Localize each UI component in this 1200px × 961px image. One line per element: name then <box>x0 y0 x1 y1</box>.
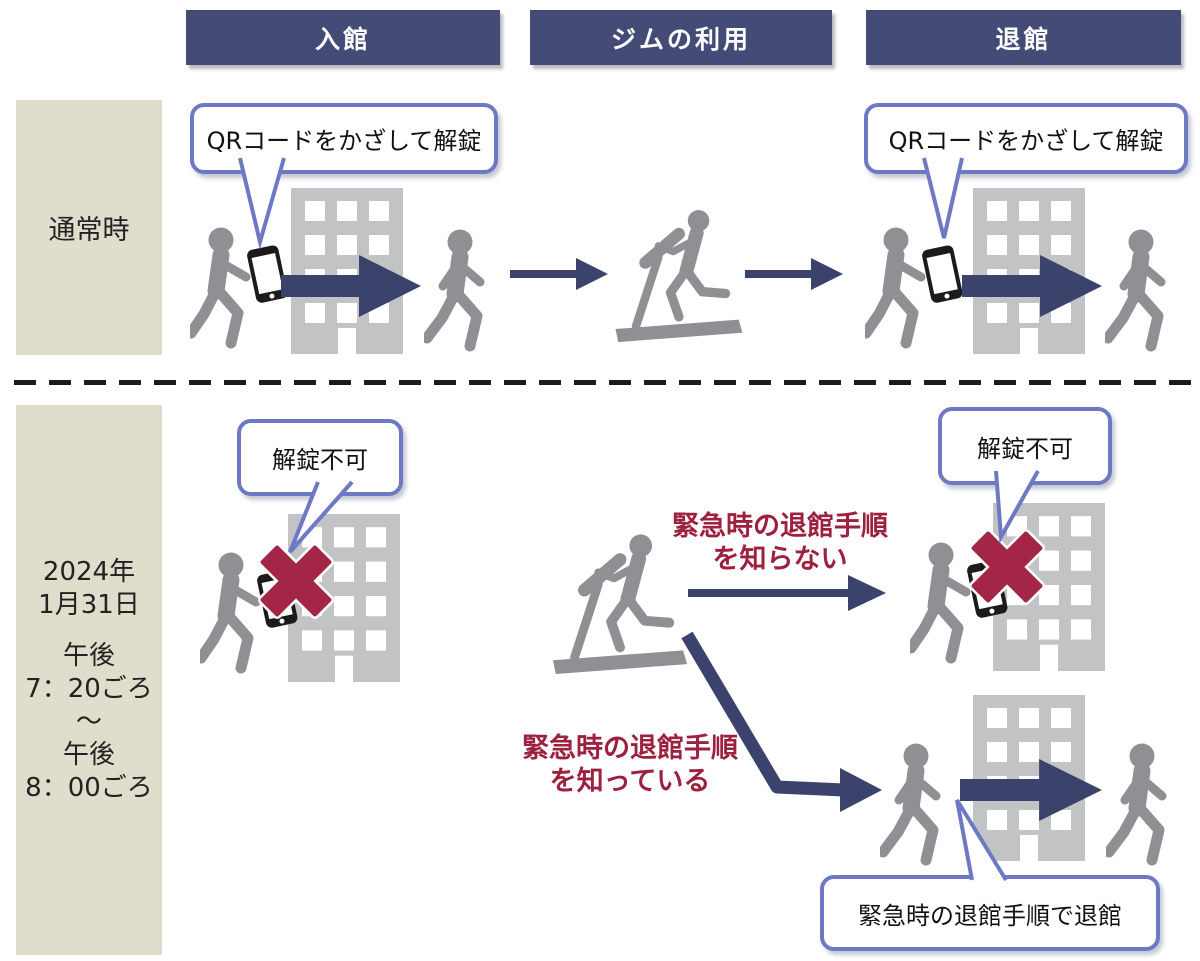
speech-bubble-text: 解錠不可 <box>977 434 1073 463</box>
speech-bubble-exit-fail: 解錠不可 <box>938 407 1112 485</box>
incident-date-line1: 2024年 <box>42 556 136 587</box>
column-header-gym-label: ジムの利用 <box>610 24 751 54</box>
normal-label: 通常時 <box>48 215 130 246</box>
incident-time-line4: 8：00ごろ <box>25 772 153 803</box>
walking-person-icon <box>1106 742 1196 870</box>
speech-bubble-text: 解錠不可 <box>272 446 368 474</box>
treadmill-runner-icon <box>608 198 748 348</box>
speech-bubble-tail <box>994 470 1040 544</box>
incident-time-tilde: ～ <box>75 706 102 737</box>
incident-time-line3: 午後 <box>62 739 115 770</box>
column-header-exit: 退館 <box>866 10 1181 65</box>
speech-bubble-tail <box>922 157 964 239</box>
speech-bubble-text: 緊急時の退館手順で退館 <box>858 901 1122 930</box>
column-header-exit-label: 退館 <box>995 24 1052 54</box>
speech-bubble-exit-unlock: QRコードをかざして解錠 <box>864 103 1188 174</box>
row-label-incident: 2024年 1月31日 午後 7：20ごろ ～ 午後 8：00ごろ <box>16 405 162 955</box>
incident-time-line1: 午後 <box>62 640 115 671</box>
speech-bubble-text: QRコードをかざして解錠 <box>206 127 482 155</box>
annotation-line: を知らない <box>712 544 848 575</box>
walking-person-icon <box>1105 228 1195 356</box>
annotation-not-know: 緊急時の退館手順 を知らない <box>655 510 905 576</box>
annotation-know: 緊急時の退館手順 を知っている <box>505 732 755 798</box>
column-header-entry: 入館 <box>186 10 500 65</box>
annotation-line: 緊急時の退館手順 <box>522 733 738 764</box>
annotation-line: 緊急時の退館手順 <box>672 511 888 542</box>
speech-bubble-tail <box>955 798 1008 882</box>
thick-arrow-icon <box>281 255 421 317</box>
dashed-divider <box>14 380 1194 385</box>
incident-date-line2: 1月31日 <box>38 589 140 620</box>
thin-arrow-icon <box>745 258 843 290</box>
column-header-entry-label: 入館 <box>314 24 371 54</box>
speech-bubble-exit-ok: 緊急時の退館手順で退館 <box>820 875 1160 951</box>
bent-arrow-icon <box>681 631 882 812</box>
speech-bubble-tail <box>238 157 286 250</box>
column-header-gym: ジムの利用 <box>530 10 832 65</box>
thick-arrow-icon <box>962 255 1102 317</box>
incident-time-line2: 7：20ごろ <box>25 673 153 704</box>
speech-bubble-text: QRコードをかざして解錠 <box>888 127 1164 155</box>
walking-person-icon <box>424 228 514 356</box>
row-label-normal: 通常時 <box>16 100 162 355</box>
thin-arrow-icon <box>688 575 886 611</box>
annotation-line: を知っている <box>549 766 711 797</box>
thin-arrow-icon <box>510 258 608 290</box>
speech-bubble-tail <box>288 480 354 554</box>
